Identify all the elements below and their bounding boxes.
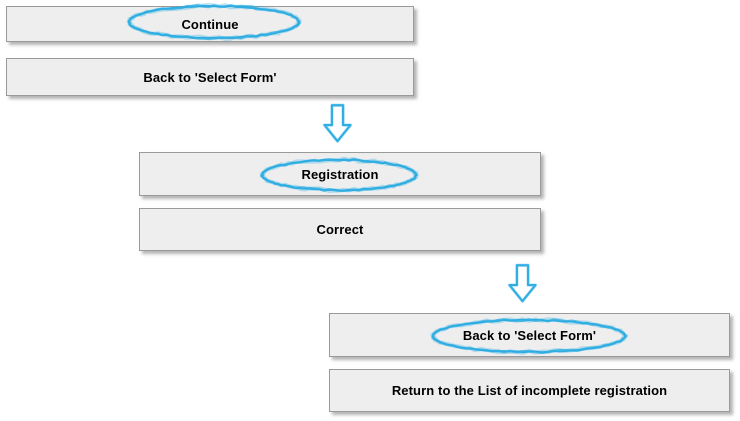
button-correct[interactable]: Correct xyxy=(139,208,541,251)
button-continue[interactable]: Continue xyxy=(6,6,414,42)
button-return-to-list[interactable]: Return to the List of incomplete registr… xyxy=(329,369,730,412)
button-registration[interactable]: Registration xyxy=(139,152,541,196)
arrow-down-2 xyxy=(507,263,538,303)
arrow-down-1 xyxy=(322,103,353,143)
button-back-to-select-form-2[interactable]: Back to 'Select Form' xyxy=(329,313,730,357)
button-back-to-select-form-1[interactable]: Back to 'Select Form' xyxy=(6,58,414,96)
